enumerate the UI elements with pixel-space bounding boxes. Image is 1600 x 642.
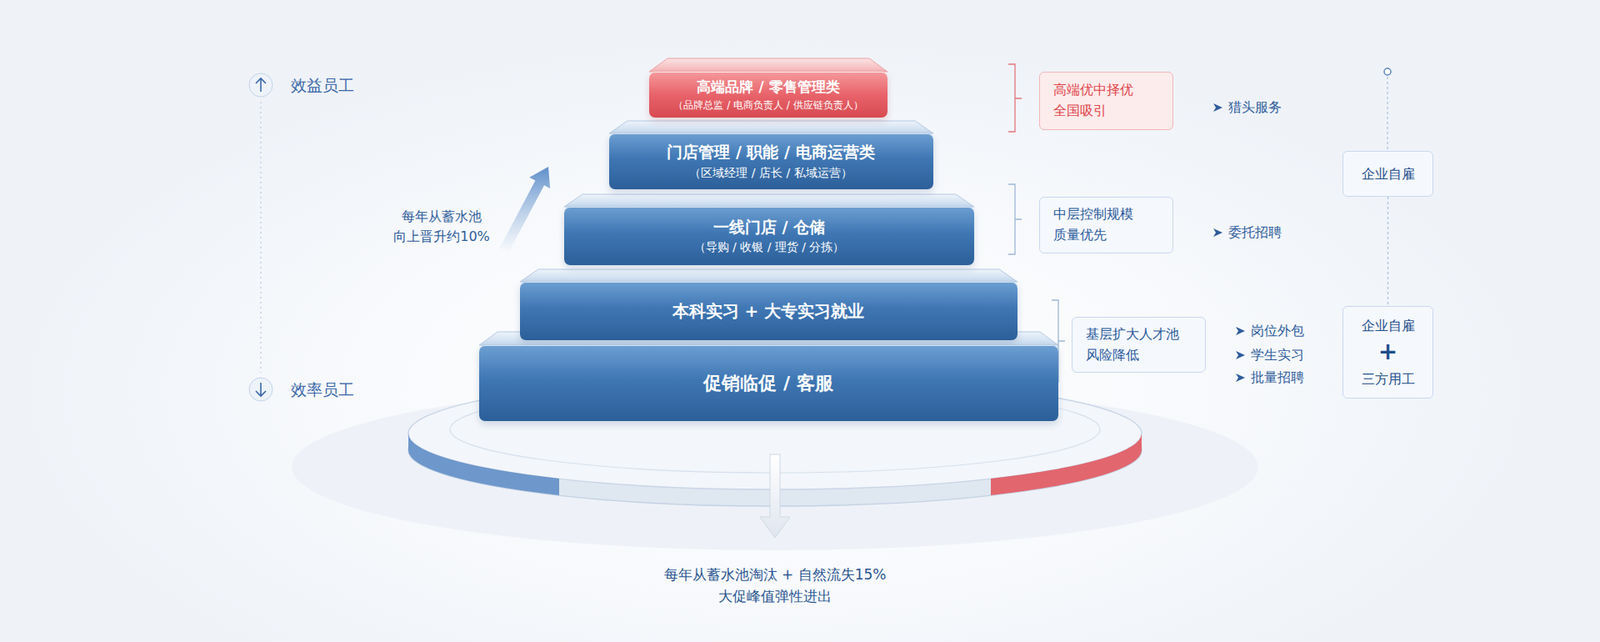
tier-top-face (649, 58, 888, 72)
pyramid-tier: 高端品牌 / 零售管理类（品牌总监 / 电商负责人 / 供应链负责人） (649, 71, 888, 118)
node-subtitle: （品牌总监 / 电商负责人 / 供应链负责人） (673, 97, 863, 113)
node-subtitle: （导购 / 收银 / 理货 / 分拣） (694, 238, 845, 256)
node-subtitle: + (1378, 335, 1398, 370)
bullet (1213, 103, 1223, 112)
method-label: 学生实习 (1250, 345, 1305, 365)
pyramid-tier: 促销临促 / 客服 (479, 345, 1059, 421)
base-blue-arc (408, 433, 560, 495)
axis-icon (249, 73, 273, 97)
pyramid-tier: 一线门店 / 仓储（导购 / 收银 / 理货 / 分拣） (564, 206, 975, 265)
node-subtitle: 三方用工 (1361, 369, 1415, 389)
pyramid-tier: 本科实习 + 大专实习就业 (520, 281, 1018, 340)
bracket (1008, 64, 1022, 132)
node-title: 基层扩大人才池风险降低 (1085, 324, 1192, 366)
node-title: 高端品牌 / 零售管理类 (696, 76, 840, 98)
down-icon (255, 382, 266, 396)
base-red-arc (990, 433, 1142, 495)
up-icon (255, 78, 266, 92)
axis-line (260, 101, 261, 373)
node-subtitle: （区域经理 / 店长 / 私域运营） (689, 164, 852, 182)
bullet (1235, 350, 1245, 360)
node-title: 企业自雇 (1361, 164, 1415, 184)
note-box: 高端优中择优 全国吸引 (1039, 71, 1174, 130)
down-arrow (760, 454, 790, 538)
bullet (1235, 326, 1245, 335)
axis-icon (249, 377, 273, 401)
axis-label: 效率员工 (290, 377, 355, 402)
flow-note: 每年从蓄水池淘汰 + 自然流失15% (664, 564, 887, 586)
node-title: 门店管理 / 职能 / 电商运营类 (666, 140, 875, 165)
tier-top-face (609, 120, 934, 134)
flow-note: 每年从蓄水池 向上晋升约10% (393, 206, 490, 247)
employment-box: 企业自雇+三方用工 (1342, 305, 1434, 399)
node-title: 高端优中择优 全国吸引 (1053, 80, 1134, 122)
axis-label: 效益员工 (290, 73, 355, 98)
guide-line (1386, 76, 1388, 150)
bullet (1213, 228, 1223, 237)
bullet (1235, 373, 1245, 382)
tier-top-face (520, 269, 1018, 282)
connector (1387, 196, 1389, 306)
note-box: 中层控制规模 质量优先 (1039, 196, 1174, 254)
bracket (1008, 184, 1022, 255)
method-label: 岗位外包 (1250, 320, 1305, 341)
pyramid-tier: 门店管理 / 职能 / 电商运营类（区域经理 / 店长 / 私域运营） (609, 133, 934, 190)
node-title: 本科实习 + 大专实习就业 (672, 299, 865, 324)
node-title: 中层控制规模 质量优先 (1053, 204, 1134, 246)
method-label: 批量招聘 (1250, 367, 1305, 388)
note-box: 基层扩大人才池风险降低 (1071, 316, 1206, 373)
node-title: 企业自雇 (1361, 315, 1415, 335)
node-title: 促销临促 / 客服 (703, 370, 833, 397)
top-dot (1384, 68, 1391, 75)
up-arrow (500, 166, 550, 253)
method-label: 委托招聘 (1228, 222, 1282, 243)
method-label: 猎头服务 (1228, 97, 1282, 118)
tier-top-face (564, 194, 975, 207)
node-title: 一线门店 / 仓储 (713, 215, 825, 240)
flow-note: 大促峰值弹性进出 (718, 585, 832, 608)
employment-box: 企业自雇 (1342, 150, 1434, 197)
